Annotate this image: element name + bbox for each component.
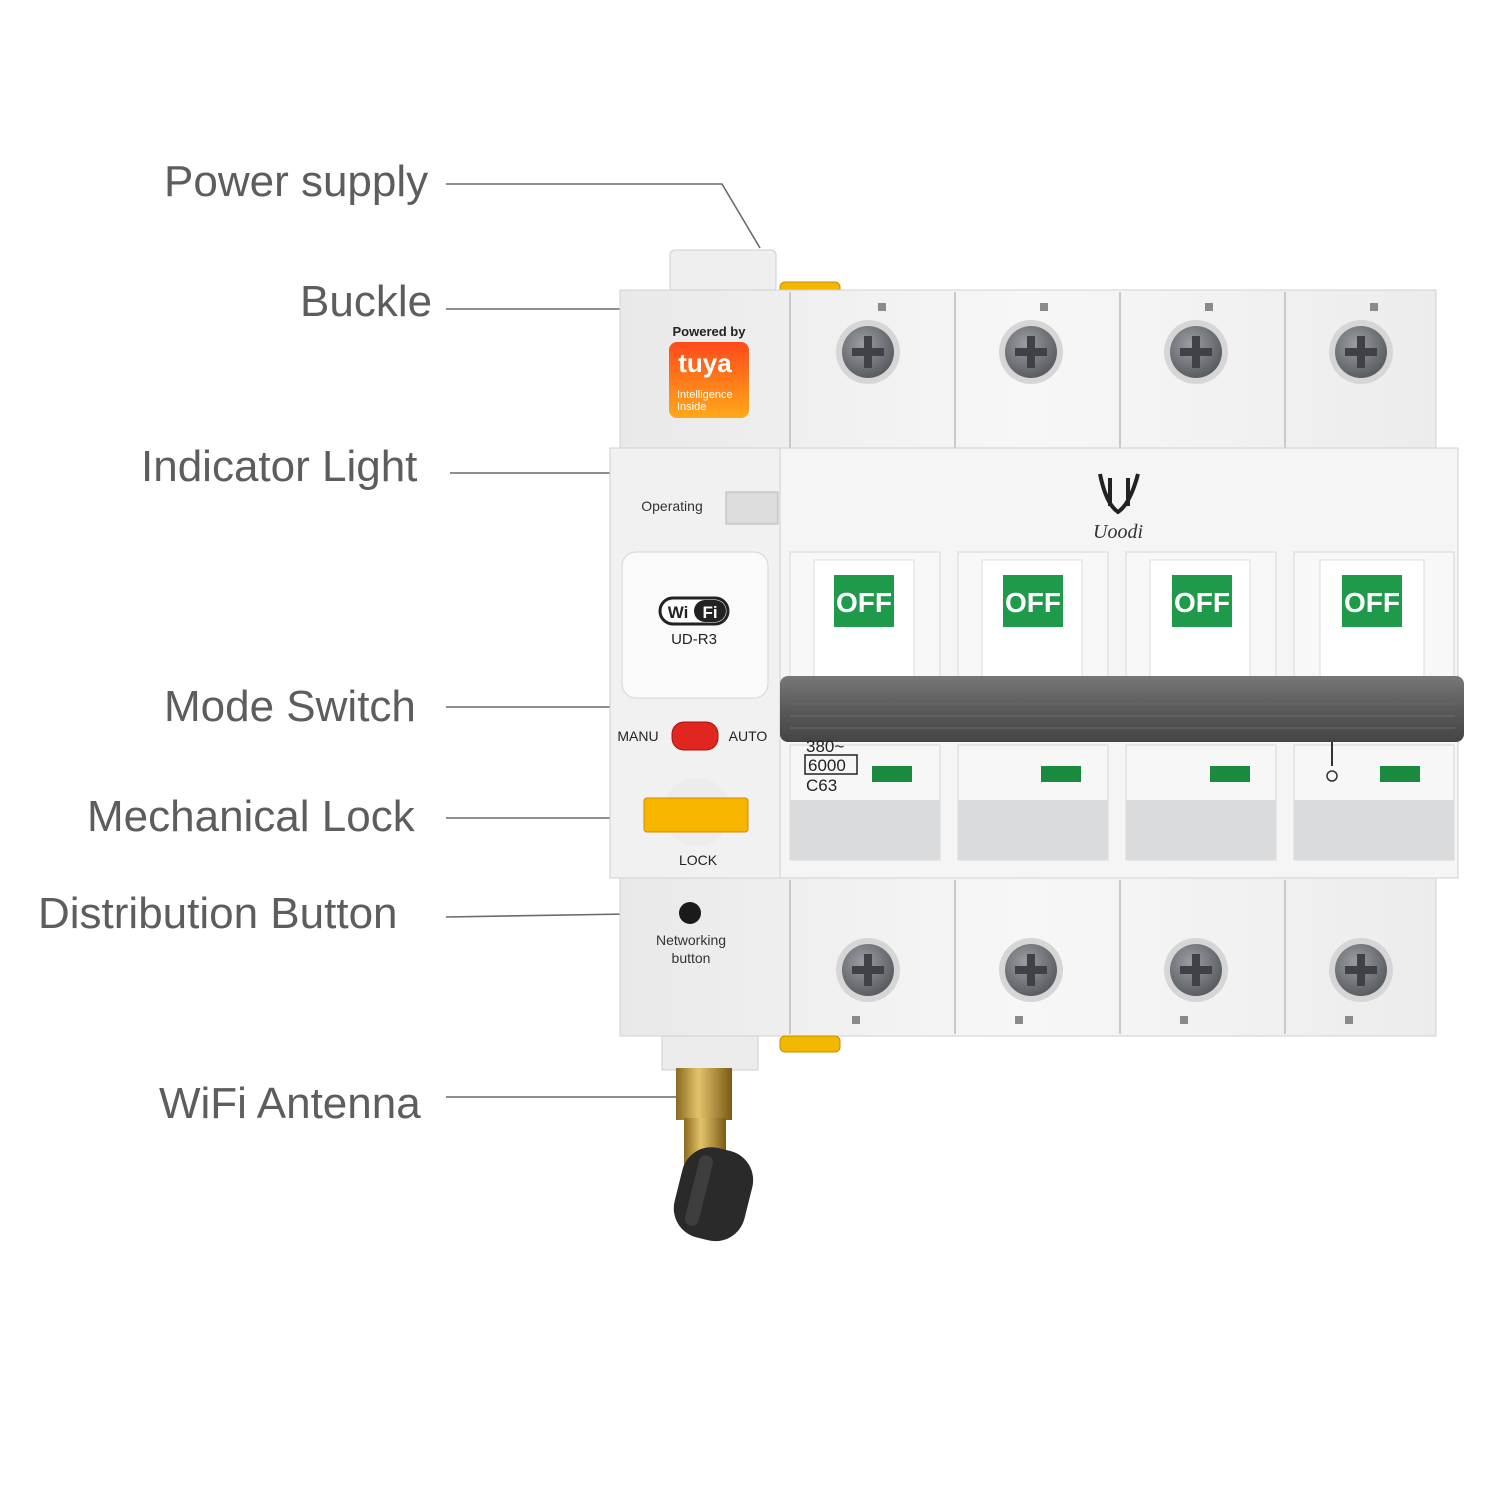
svg-text:Intelligence: Intelligence [677, 389, 733, 401]
power-supply-connector [669, 249, 777, 293]
callout-power-supply: Power supply [164, 157, 429, 206]
svg-text:Fi: Fi [702, 603, 717, 622]
indicator-light [725, 491, 779, 525]
networking-button [679, 902, 701, 924]
svg-text:tuya: tuya [678, 348, 732, 378]
wifi-logo: Wi Fi [658, 596, 730, 626]
lower-module-fronts [789, 742, 1455, 861]
callout-wifi-antenna: WiFi Antenna [159, 1079, 421, 1128]
tuya-badge: Powered by tuya Intelligence Inside [669, 324, 749, 418]
screws-top [836, 320, 1393, 384]
svg-text:Wi: Wi [668, 603, 689, 622]
callout-distribution-button: Distribution Button [38, 889, 398, 938]
buckle-bottom [779, 1035, 841, 1053]
svg-text:button: button [672, 950, 711, 966]
svg-text:UD-R3: UD-R3 [671, 631, 717, 648]
rating-text: 380~ 6000 C63 [804, 737, 858, 795]
svg-text:AUTO: AUTO [729, 728, 768, 744]
svg-text:6000: 6000 [808, 756, 846, 775]
svg-text:Inside: Inside [677, 401, 706, 413]
callout-indicator-light: Indicator Light [141, 442, 418, 491]
svg-text:Uoodi: Uoodi [1093, 521, 1143, 543]
svg-text:Powered by: Powered by [673, 324, 747, 339]
switch-2-state: OFF [1005, 587, 1061, 618]
svg-text:C63: C63 [806, 776, 837, 795]
mechanical-lock [643, 797, 749, 833]
svg-text:Operating: Operating [641, 498, 702, 514]
switch-modules: OFF OFF OFF OFF [789, 551, 1455, 683]
switch-4-state: OFF [1344, 587, 1400, 618]
switch-1-state: OFF [836, 587, 892, 618]
brand-logo: Uoodi [1093, 473, 1143, 543]
callout-mode-switch: Mode Switch [164, 682, 416, 731]
screws-bottom [836, 938, 1393, 1002]
callout-buckle: Buckle [300, 277, 433, 326]
switch-3-state: OFF [1174, 587, 1230, 618]
svg-text:Networking: Networking [656, 932, 726, 948]
mode-switch [671, 721, 719, 751]
svg-text:LOCK: LOCK [679, 852, 718, 868]
svg-text:380~: 380~ [806, 737, 844, 756]
wifi-antenna [673, 1147, 754, 1242]
callout-mechanical-lock: Mechanical Lock [87, 792, 415, 841]
antenna-mount [661, 1035, 759, 1071]
svg-text:MANU: MANU [617, 728, 658, 744]
handle-bar [780, 676, 1464, 742]
